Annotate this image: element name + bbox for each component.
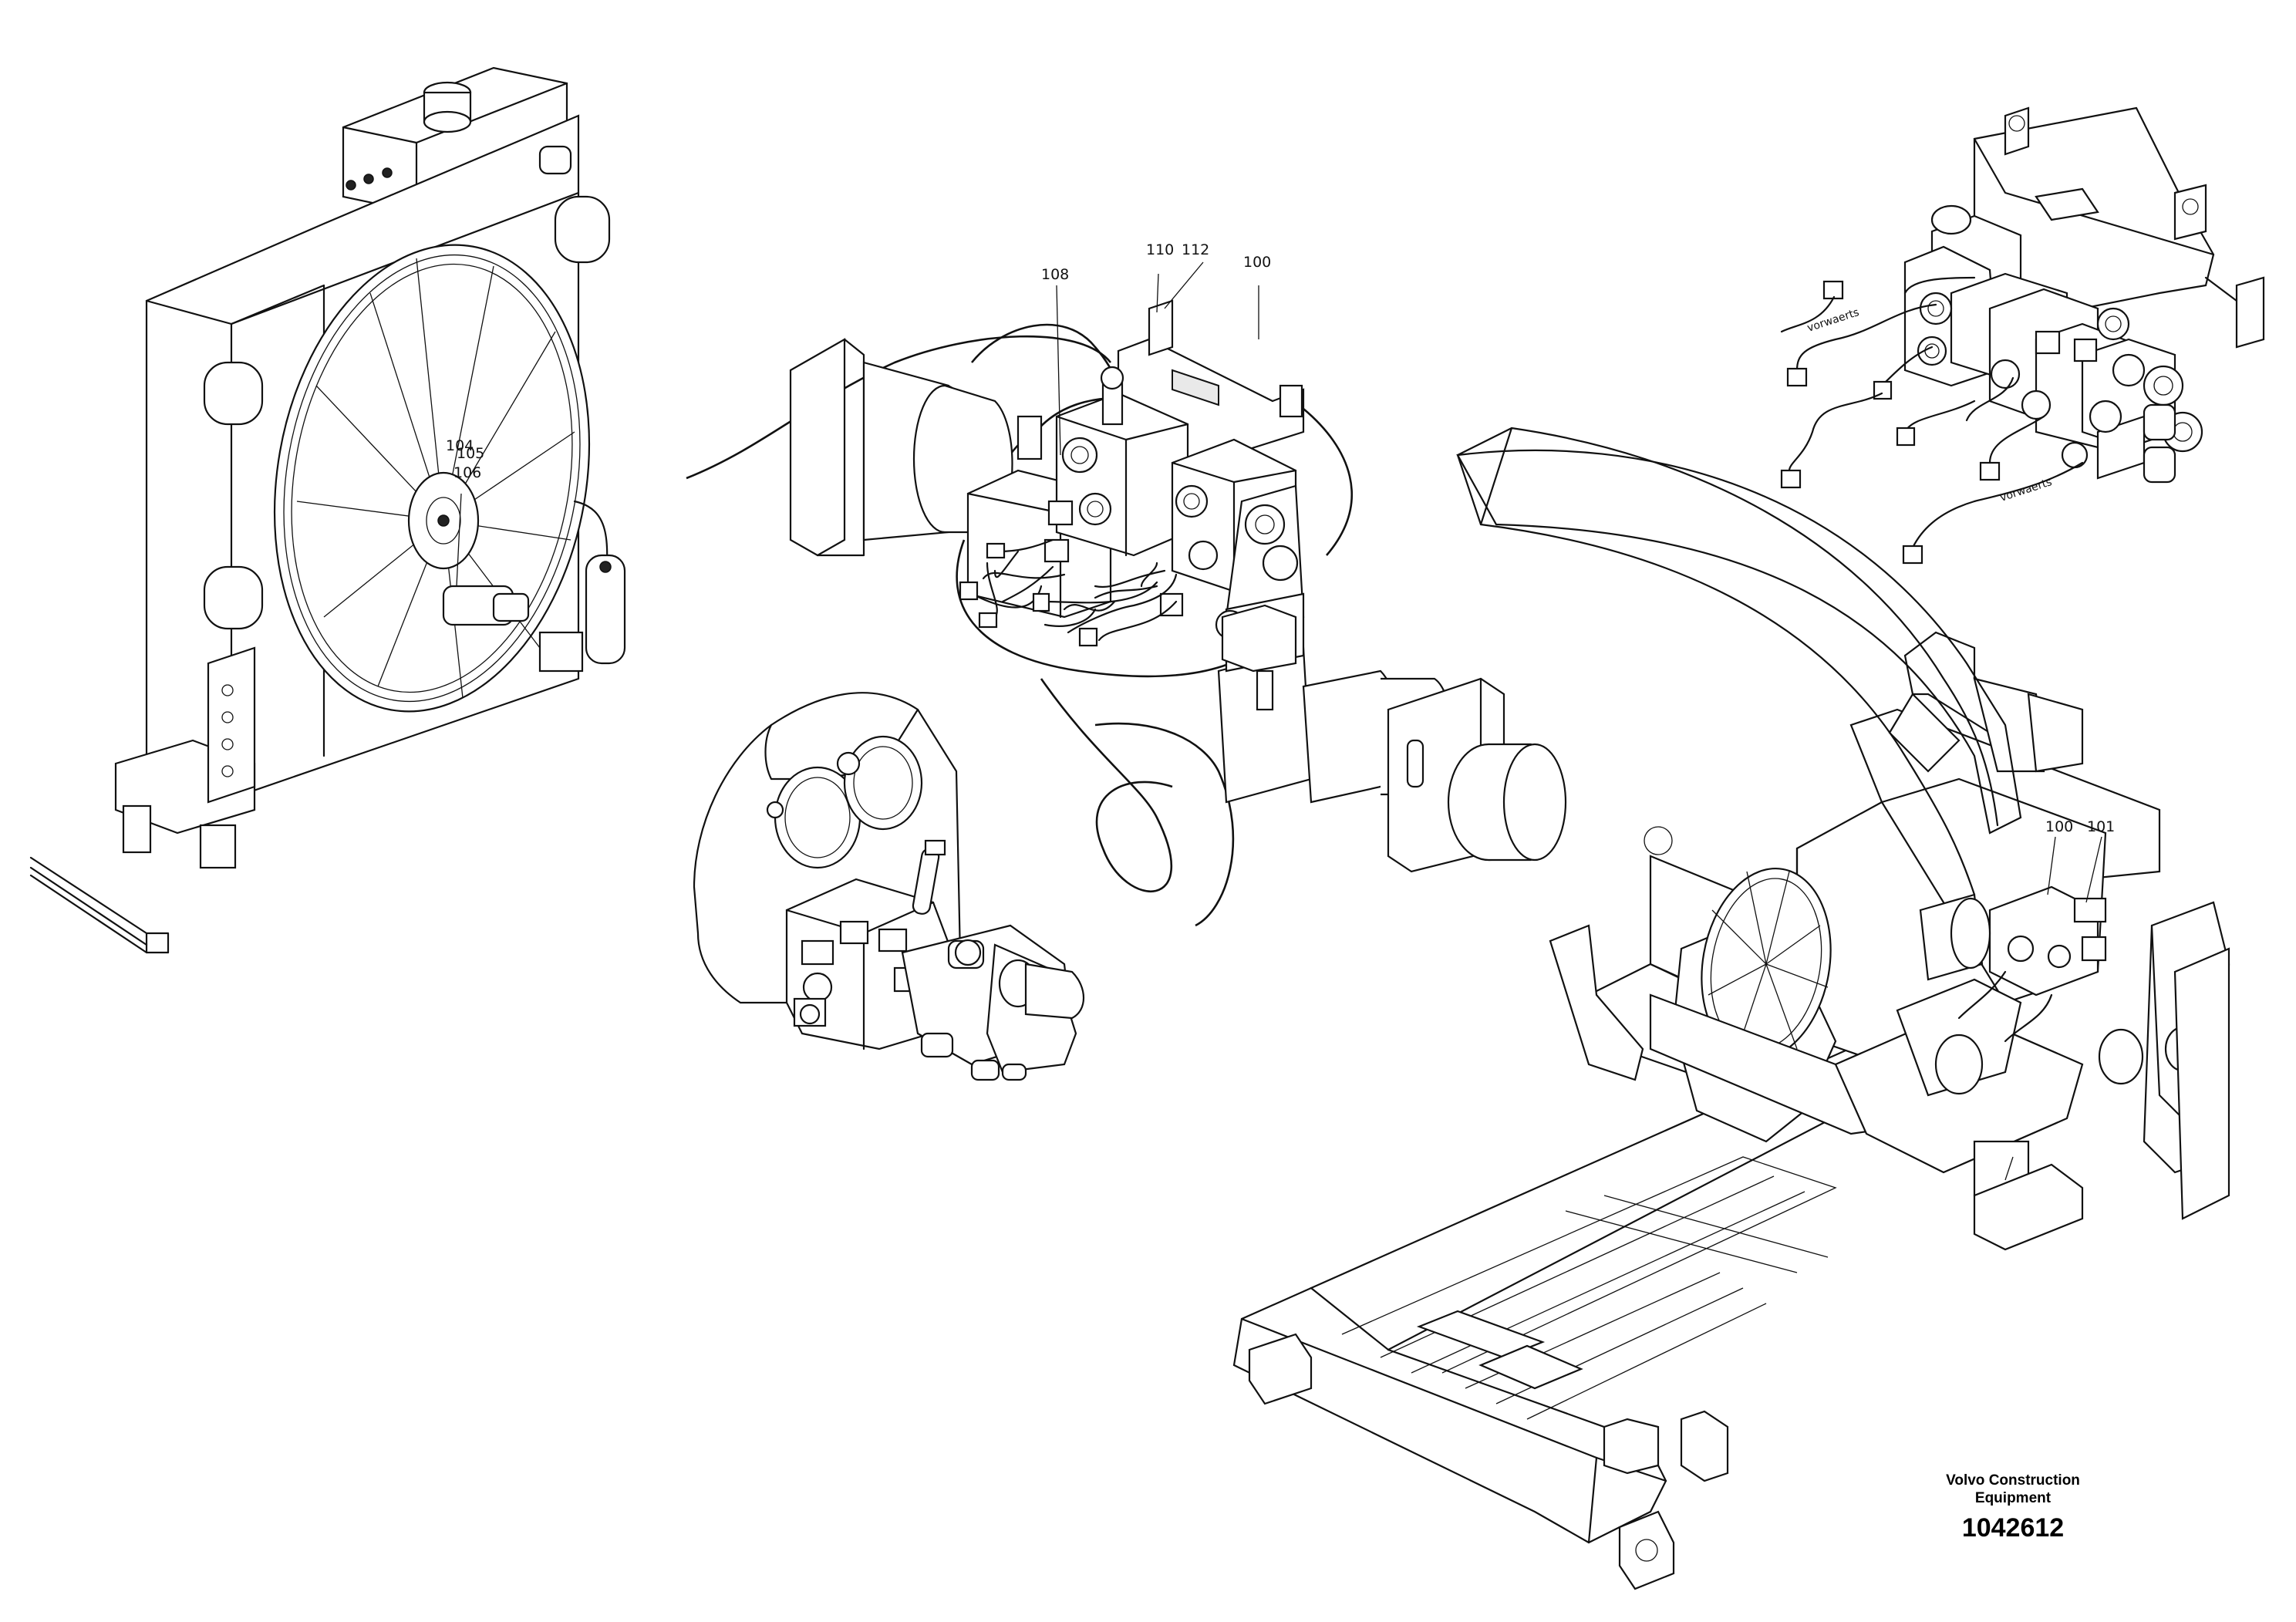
valve-label-vorwaerts-top: vorwaerts [1805, 306, 1860, 335]
valve-block-detail [1780, 106, 2265, 565]
callout-104: 104 [446, 437, 474, 454]
callout-100-top: 100 [1243, 254, 1271, 271]
callout-108: 108 [1041, 266, 1069, 283]
chassis-frame [1232, 427, 2230, 1590]
valve-bodies [966, 366, 1305, 711]
brand-line-1: Volvo Construction [1946, 1472, 2080, 1489]
callout-105: 105 [457, 445, 484, 462]
callout-101: 101 [2087, 818, 2115, 835]
callout-110: 110 [1146, 241, 1174, 258]
brand-line-2: Equipment [1974, 1490, 2052, 1506]
callout-106: 106 [453, 464, 481, 481]
drive-motor-left [789, 338, 1013, 557]
figure-footer: Volvo Construction Equipment 1042612 [1920, 1472, 2106, 1543]
valve-block-assembly [686, 261, 1567, 927]
callout-100-right: 100 [2045, 818, 2073, 835]
pump-gearbox [693, 692, 1084, 1081]
radiator-assembly [114, 66, 626, 869]
callout-112: 112 [1182, 241, 1209, 258]
drive-motor-right [1217, 646, 1567, 873]
figure-number: 1042612 [1961, 1513, 2065, 1543]
valve-label-vorwaerts-bottom: vorwaerts [1998, 476, 2053, 504]
channel-profile [29, 856, 170, 954]
